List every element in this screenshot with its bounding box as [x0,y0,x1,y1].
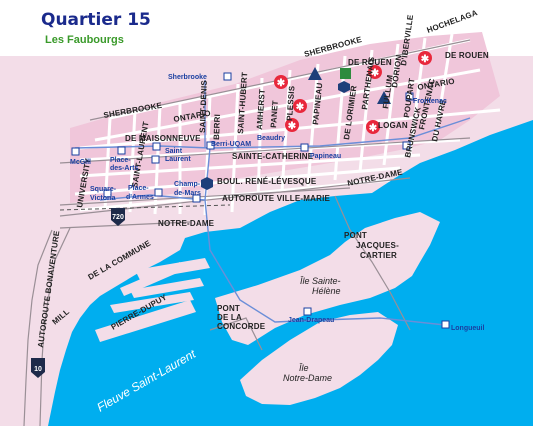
bridge-label-jc-3: CARTIER [360,251,397,260]
map-subtitle: Les Faubourgs [45,34,124,46]
island-label-notre-dame-1: Île [299,363,309,373]
street-label-papineau: PAPINEAU [311,82,324,125]
hospital-icon: ✱ [366,120,380,134]
station-label-saint-laurent-2: Laurent [165,156,191,163]
island-label-ste-helene-2: Hélène [312,286,341,296]
shield-label-720: 720 [112,214,124,221]
svg-text:✱: ✱ [277,78,286,89]
station-label-mcgill: McGill [70,159,91,166]
station-label-place-des-arts-1: Place- [110,157,131,164]
street-grid [74,33,501,216]
station-label-berri-uqam: Berri-UQAM [211,141,251,148]
bridge-label-concorde-1: PONT [217,304,240,313]
street-label-logan: LOGAN [378,121,408,130]
svg-text:✱: ✱ [296,102,305,113]
station-label-papineau: Papineau [310,153,341,160]
station-label-square-victoria-1: Square- [90,186,117,193]
street-label-maisonneuve: DE MAISONNEUVE [125,134,201,143]
bridge-label-concorde-2: DE LA [217,313,242,322]
triangle-marker-icon [308,67,322,80]
street-label-panet: PANET [269,100,280,128]
highway-shield-720: 720 [111,208,125,226]
station-label-place-d-armes-2: d'Armes [126,194,154,201]
station-label-champ-de-mars-1: Champ- [174,181,201,188]
svg-text:✱: ✱ [421,54,430,65]
station-label-place-des-arts-2: des-Arts [110,165,139,172]
bridge-label-concorde-3: CONCORDE [217,322,266,331]
river-water [48,120,533,426]
hospital-icon: ✱ [418,51,432,65]
street-label-rene-levesque: BOUL. RENÉ-LÉVESQUE [217,177,317,186]
metro-lines [74,80,471,326]
station-label-champ-de-mars-2: de-Mars [174,190,201,197]
street-label-autoroute-ville-marie: AUTOROUTE VILLE-MARIE [222,194,331,203]
station-label-sherbrooke: Sherbrooke [168,74,207,81]
highway-shield-10: 10 [31,358,45,378]
svg-text:✱: ✱ [369,123,378,134]
hexagon-marker-icon [338,81,350,93]
station-label-saint-laurent-1: Saint [165,148,183,155]
metro-station-icon [71,72,450,329]
station-label-frontenac: Frontenac [413,98,447,105]
shield-label-10: 10 [34,366,42,373]
street-label-saint-denis: SAINT-DENIS [198,79,209,133]
station-label-jean-drapeau: Jean-Drapeau [288,317,334,324]
bridge-label-jc-2: JACQUES- [356,241,399,250]
street-label-berri: BERRI [212,114,222,140]
hospital-icon: ✱ [368,65,382,79]
autoroute-tunnel [59,204,231,211]
station-label-beaudry: Beaudry [257,135,285,142]
ile-notre-dame [240,312,398,405]
street-label-sainte-catherine: SAINTE-CATHERINE [232,152,314,161]
square-marker-icon [340,68,351,79]
hospital-icon: ✱ [285,118,299,132]
hexagon-marker-icon [201,177,213,190]
island-label-notre-dame-2: Notre-Dame [283,373,332,383]
harbour-piers [95,258,210,342]
street-label-hochelaga: HOCHELAGA [426,8,479,35]
svg-text:✱: ✱ [371,68,380,79]
station-label-square-victoria-2: Victoria [90,195,116,202]
street-label-saint-hubert: SAINT-HUBERT [236,72,249,134]
station-label-place-d-armes-1: Place- [128,185,149,192]
svg-text:✱: ✱ [288,121,297,132]
street-label-de-rouen-2: DE ROUEN [445,51,489,60]
street-label-notre-dame-w: NOTRE-DAME [158,219,215,228]
hospital-icon: ✱ [274,75,288,89]
ile-sainte-helene [215,212,440,345]
map-title: Quartier 15 [41,10,151,30]
island-label-ste-helene-1: Île Sainte- [300,276,341,286]
street-label-de-rouen-1: DE ROUEN [348,58,392,67]
district-area [70,32,500,203]
street-label-plessis: PLESSIS [285,85,296,121]
hospital-icon: ✱ [293,99,307,113]
street-label-amherst: AMHERST [255,89,267,130]
triangle-marker-icon [377,91,391,104]
bridge-label-jc-1: PONT [344,231,367,240]
station-label-longueuil: Longueuil [451,325,484,332]
